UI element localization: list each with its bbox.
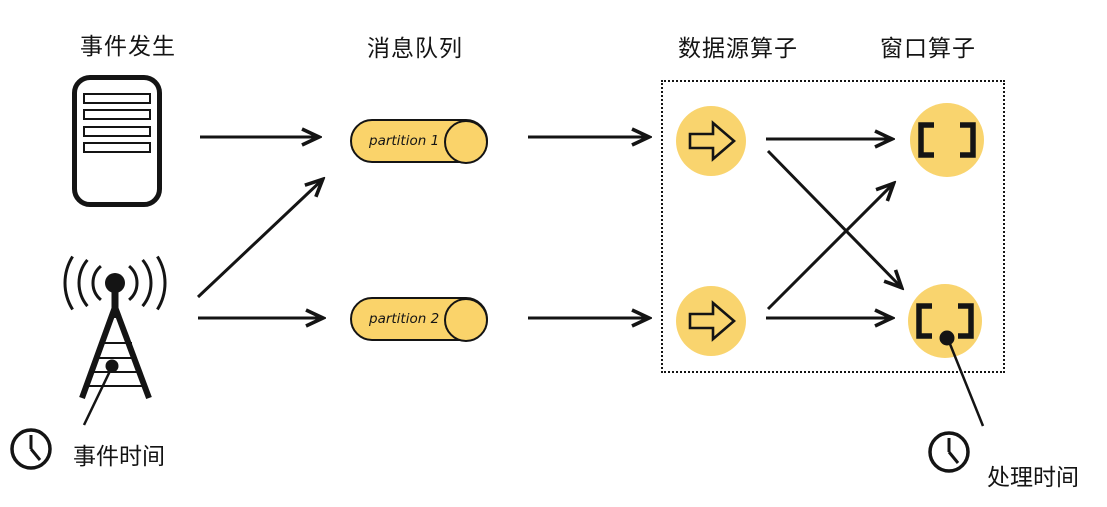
- column-label-source-operator: 数据源算子: [678, 35, 798, 61]
- source-operator-node-1: [676, 106, 746, 176]
- event-time-callout: [82, 359, 119, 426]
- processing-time-callout: [939, 330, 985, 427]
- callout-line: [948, 343, 985, 427]
- flow-arrow-source1-to-window2: [766, 149, 901, 287]
- operator-group-box: [661, 80, 1005, 373]
- flow-arrows: [196, 137, 901, 318]
- processing-time-label: 处理时间: [987, 464, 1079, 490]
- source-operator-node-2: [676, 286, 746, 356]
- cylinder-cap: [444, 120, 488, 164]
- partition-label: partition 1: [369, 133, 440, 149]
- callout-line: [82, 370, 112, 426]
- server-slot-bar: [83, 109, 151, 120]
- radio-tower-icon: [63, 255, 167, 400]
- partition-cylinder-1: partition 1: [350, 119, 488, 164]
- server-icon: [72, 75, 162, 207]
- server-slot-bar: [83, 126, 151, 137]
- block-arrow-right-icon: [688, 300, 736, 342]
- column-label-message-queue: 消息队列: [367, 35, 463, 61]
- cylinder-cap: [444, 298, 488, 342]
- event-time-label: 事件时间: [73, 443, 165, 469]
- window-operator-node-2: [908, 284, 982, 358]
- event-time-clock-icon: [10, 428, 52, 470]
- window-operator-node-1: [910, 103, 984, 177]
- bracket-pair-icon: [918, 122, 976, 158]
- callout-anchor-dot: [939, 330, 955, 346]
- processing-time-clock-icon: [928, 431, 970, 473]
- partition-cylinder-2: partition 2: [350, 297, 488, 342]
- bracket-pair-icon: [916, 303, 974, 339]
- server-slot-bar: [83, 142, 151, 153]
- partition-label: partition 2: [369, 311, 440, 327]
- server-slot-bar: [83, 93, 151, 104]
- callout-anchor-dot: [105, 359, 119, 373]
- flow-arrow-source2-to-window1: [766, 184, 893, 311]
- column-label-window-operator: 窗口算子: [880, 35, 976, 61]
- block-arrow-right-icon: [688, 120, 736, 162]
- flow-arrow-tower-to-partition1: [196, 180, 322, 299]
- column-label-event-source: 事件发生: [80, 33, 176, 59]
